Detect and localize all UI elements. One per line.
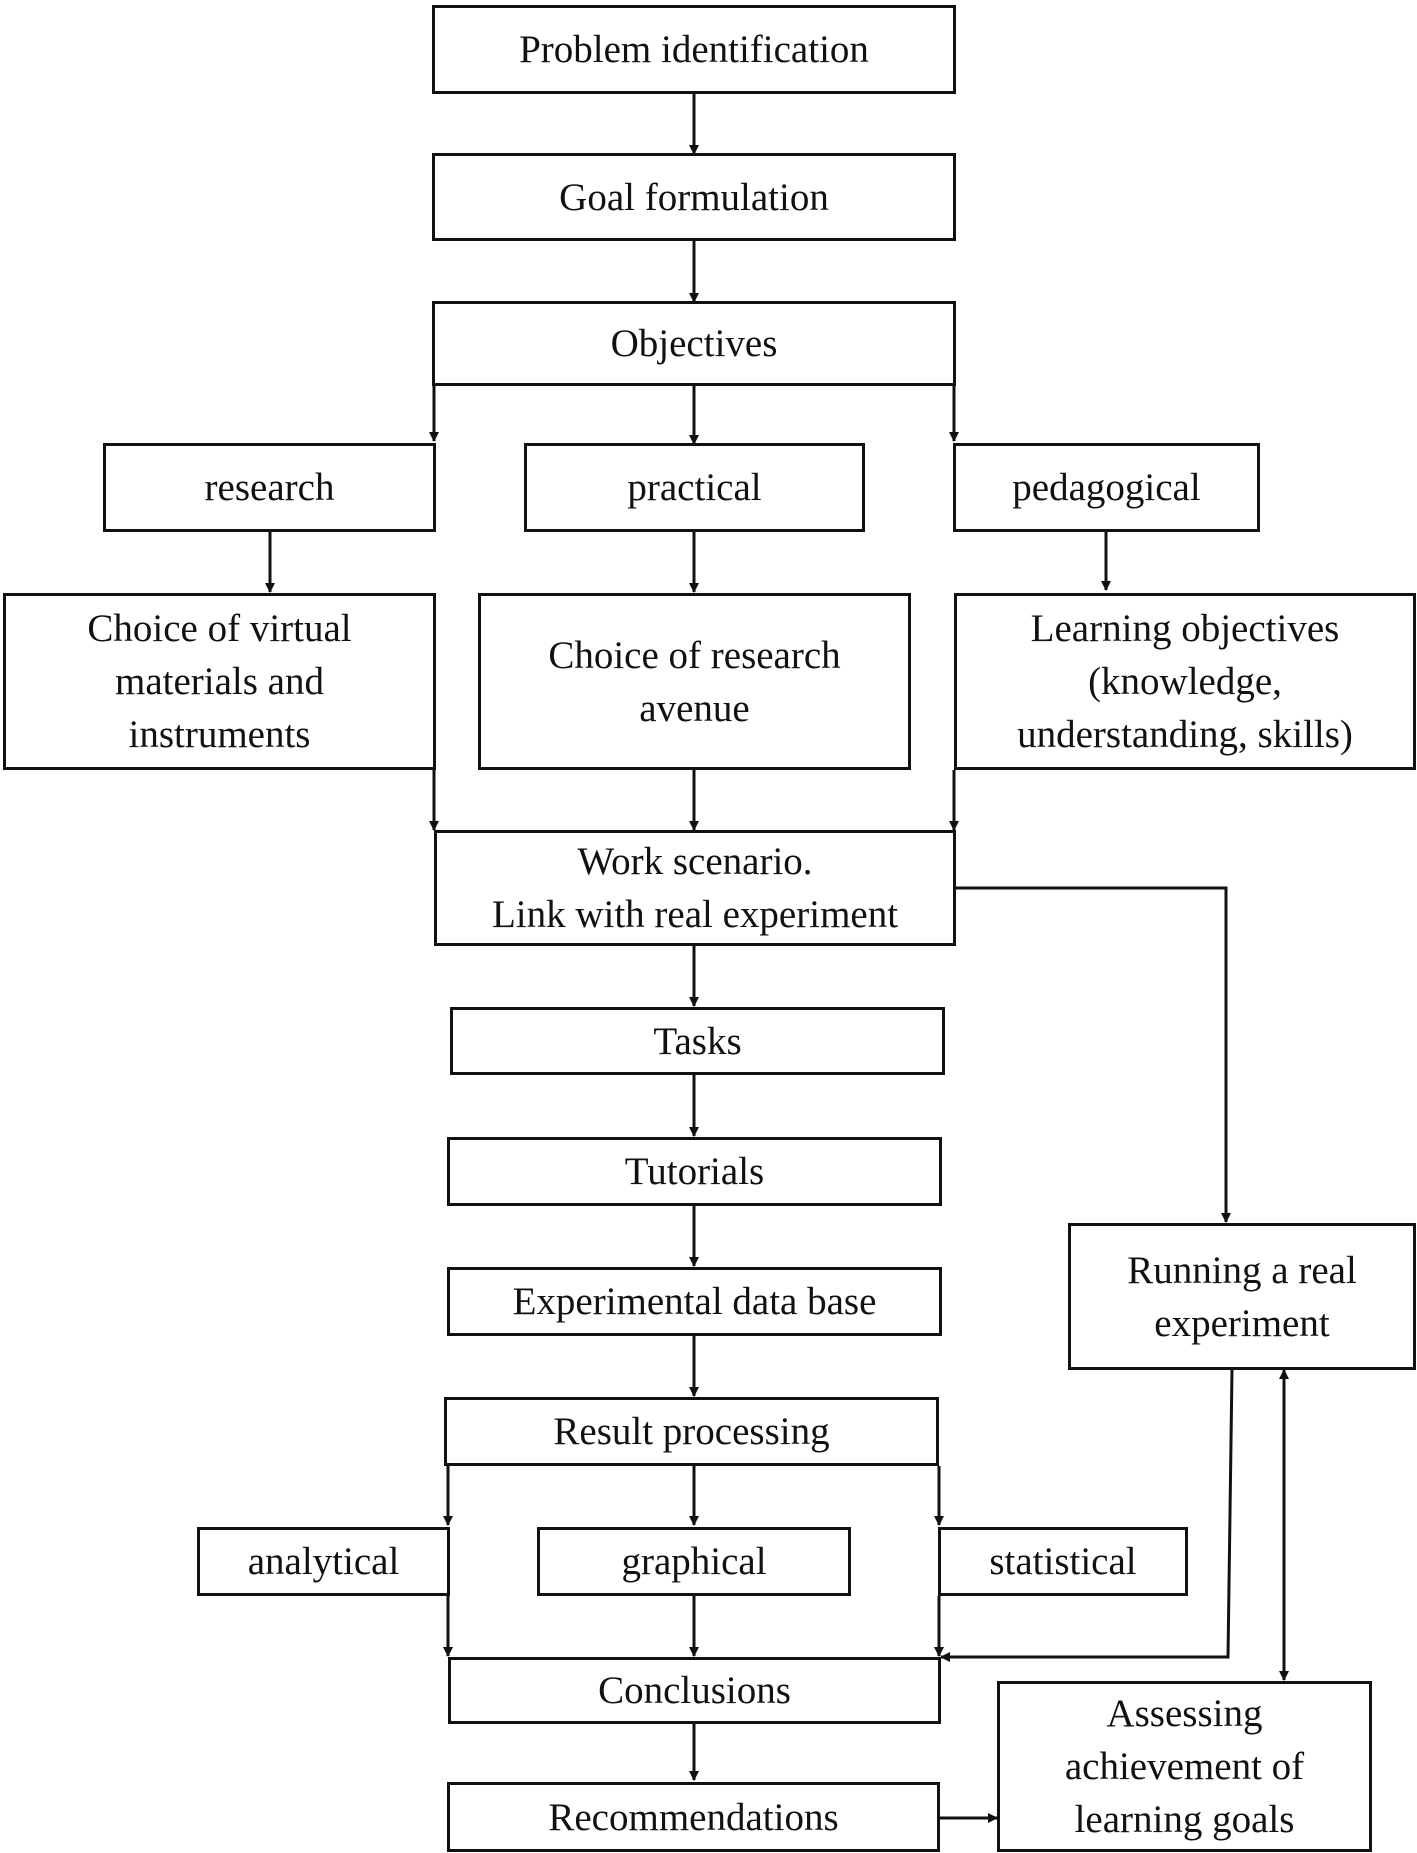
tasks-box: Tasks <box>450 1007 945 1075</box>
tutorials-box: Tutorials <box>447 1137 942 1206</box>
experimental-data-base-box: Experimental data base <box>447 1267 942 1336</box>
analytical-box: analytical <box>197 1527 450 1596</box>
assessing-learning-goals-box: Assessing achievement of learning goals <box>997 1681 1372 1852</box>
running-real-experiment-box: Running a real experiment <box>1068 1223 1416 1370</box>
practical-box: practical <box>524 443 865 532</box>
result-processing-box: Result processing <box>444 1397 939 1466</box>
problem-identification-box: Problem identification <box>432 5 956 94</box>
statistical-box: statistical <box>938 1527 1188 1596</box>
work-scenario-box: Work scenario. Link with real experiment <box>434 830 956 946</box>
learning-objectives-box: Learning objectives (knowledge, understa… <box>954 593 1416 770</box>
recommendations-box: Recommendations <box>447 1782 940 1852</box>
choice-research-avenue-box: Choice of research avenue <box>478 593 911 770</box>
arrow-scenario-to-running-experiment <box>955 886 1231 1223</box>
objectives-box: Objectives <box>432 301 956 386</box>
arrow-running-experiment-to-conclusions <box>940 1369 1234 1662</box>
pedagogical-box: pedagogical <box>953 443 1260 532</box>
goal-formulation-box: Goal formulation <box>432 153 956 241</box>
research-box: research <box>103 443 436 532</box>
conclusions-box: Conclusions <box>448 1657 941 1724</box>
choice-virtual-materials-box: Choice of virtual materials and instrume… <box>3 593 436 770</box>
graphical-box: graphical <box>537 1527 851 1596</box>
